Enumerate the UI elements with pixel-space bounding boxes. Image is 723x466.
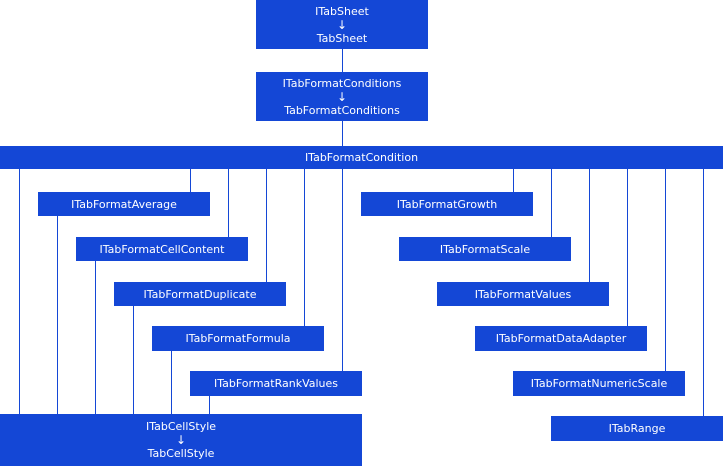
format-values-node: ITabFormatValues — [437, 282, 609, 306]
format-cell-content-node: ITabFormatCellContent — [76, 237, 248, 261]
tabsheet-interface-label: ITabSheet — [315, 4, 369, 18]
format-conditions-node: ITabFormatConditions ↓ TabFormatConditio… — [256, 72, 428, 121]
format-average-node: ITabFormatAverage — [38, 192, 210, 216]
format-scale-label: ITabFormatScale — [439, 242, 531, 256]
format-values-label: ITabFormatValues — [474, 287, 572, 301]
format-growth-label: ITabFormatGrowth — [396, 197, 498, 211]
range-node: ITabRange — [551, 416, 723, 441]
format-data-adapter-label: ITabFormatDataAdapter — [495, 332, 627, 345]
format-scale-node: ITabFormatScale — [399, 237, 571, 261]
format-numeric-scale-node: ITabFormatNumericScale — [513, 371, 685, 396]
format-formula-label: ITabFormatFormula — [185, 332, 291, 345]
format-rank-values-node: ITabFormatRankValues — [190, 371, 362, 396]
cell-style-class-label: TabCellStyle — [147, 447, 215, 460]
down-arrow-icon: ↓ — [175, 433, 187, 447]
down-arrow-icon: ↓ — [336, 17, 348, 32]
tabsheet-class-label: TabSheet — [316, 31, 368, 45]
format-conditions-class-label: TabFormatConditions — [284, 103, 400, 117]
format-condition-bar: ITabFormatCondition — [0, 146, 723, 169]
down-arrow-icon: ↓ — [336, 89, 348, 104]
format-formula-node: ITabFormatFormula — [152, 326, 324, 351]
format-growth-node: ITabFormatGrowth — [361, 192, 533, 216]
format-duplicate-node: ITabFormatDuplicate — [114, 282, 286, 306]
format-condition-label: ITabFormatCondition — [304, 151, 419, 164]
format-conditions-interface-label: ITabFormatConditions — [282, 76, 402, 90]
cell-style-interface-label: ITabCellStyle — [145, 420, 217, 433]
range-label: ITabRange — [608, 422, 666, 435]
format-numeric-scale-label: ITabFormatNumericScale — [530, 377, 668, 390]
format-duplicate-label: ITabFormatDuplicate — [143, 287, 257, 301]
format-data-adapter-node: ITabFormatDataAdapter — [475, 326, 647, 351]
format-average-label: ITabFormatAverage — [71, 197, 177, 211]
cell-style-node: ITabCellStyle ↓ TabCellStyle — [0, 414, 362, 466]
tabsheet-node: ITabSheet ↓ TabSheet — [256, 0, 428, 49]
format-rank-values-label: ITabFormatRankValues — [213, 377, 339, 390]
format-cell-content-label: ITabFormatCellContent — [99, 242, 225, 256]
